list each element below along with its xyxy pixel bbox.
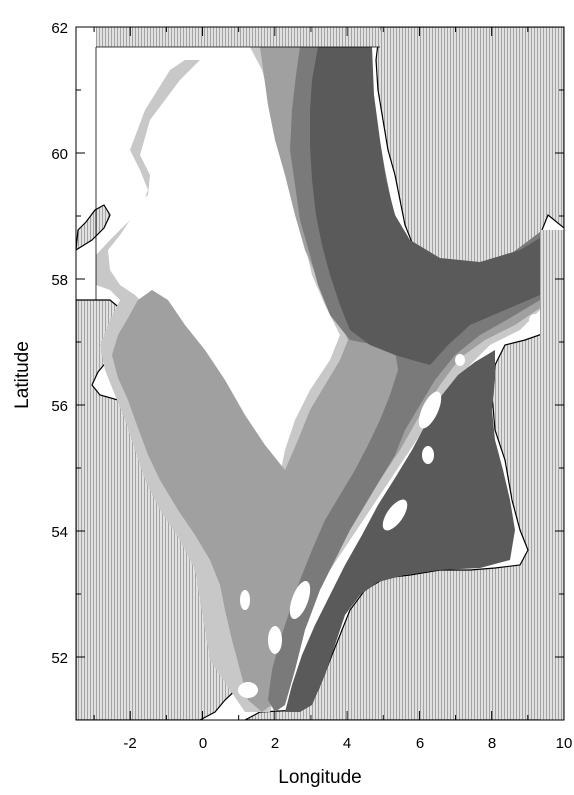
x-tick-label: 0	[199, 735, 207, 752]
x-tick-label: 2	[271, 735, 279, 752]
x-tick-label: 10	[556, 735, 573, 752]
grid-margin-right	[540, 230, 564, 720]
x-tick-label: 6	[416, 735, 424, 752]
contour-shade-4	[310, 47, 540, 365]
x-tick-label: -2	[123, 735, 136, 752]
contour-shade-2	[112, 47, 540, 712]
y-tick-label: 58	[51, 272, 68, 289]
plot-frame	[75, 26, 565, 721]
x-axis-title: Longitude	[278, 767, 361, 788]
x-tick-labels: -2 0 2 4 6 8 10	[123, 735, 572, 752]
x-tick-label: 8	[488, 735, 496, 752]
y-tick-label: 52	[51, 650, 68, 667]
y-tick-label: 54	[51, 524, 68, 541]
y-axis-title: Latitude	[12, 341, 33, 409]
axis-ticks	[76, 26, 565, 721]
grid-margin-top	[96, 27, 380, 47]
contour-shade-4-south	[285, 350, 515, 712]
y-tick-label: 62	[51, 20, 68, 37]
x-tick-label: 4	[343, 735, 351, 752]
y-tick-label: 60	[51, 146, 68, 163]
shallow-patches	[238, 314, 541, 698]
y-tick-labels: 52 54 56 58 60 62	[51, 20, 68, 667]
y-tick-label: 56	[51, 398, 68, 415]
